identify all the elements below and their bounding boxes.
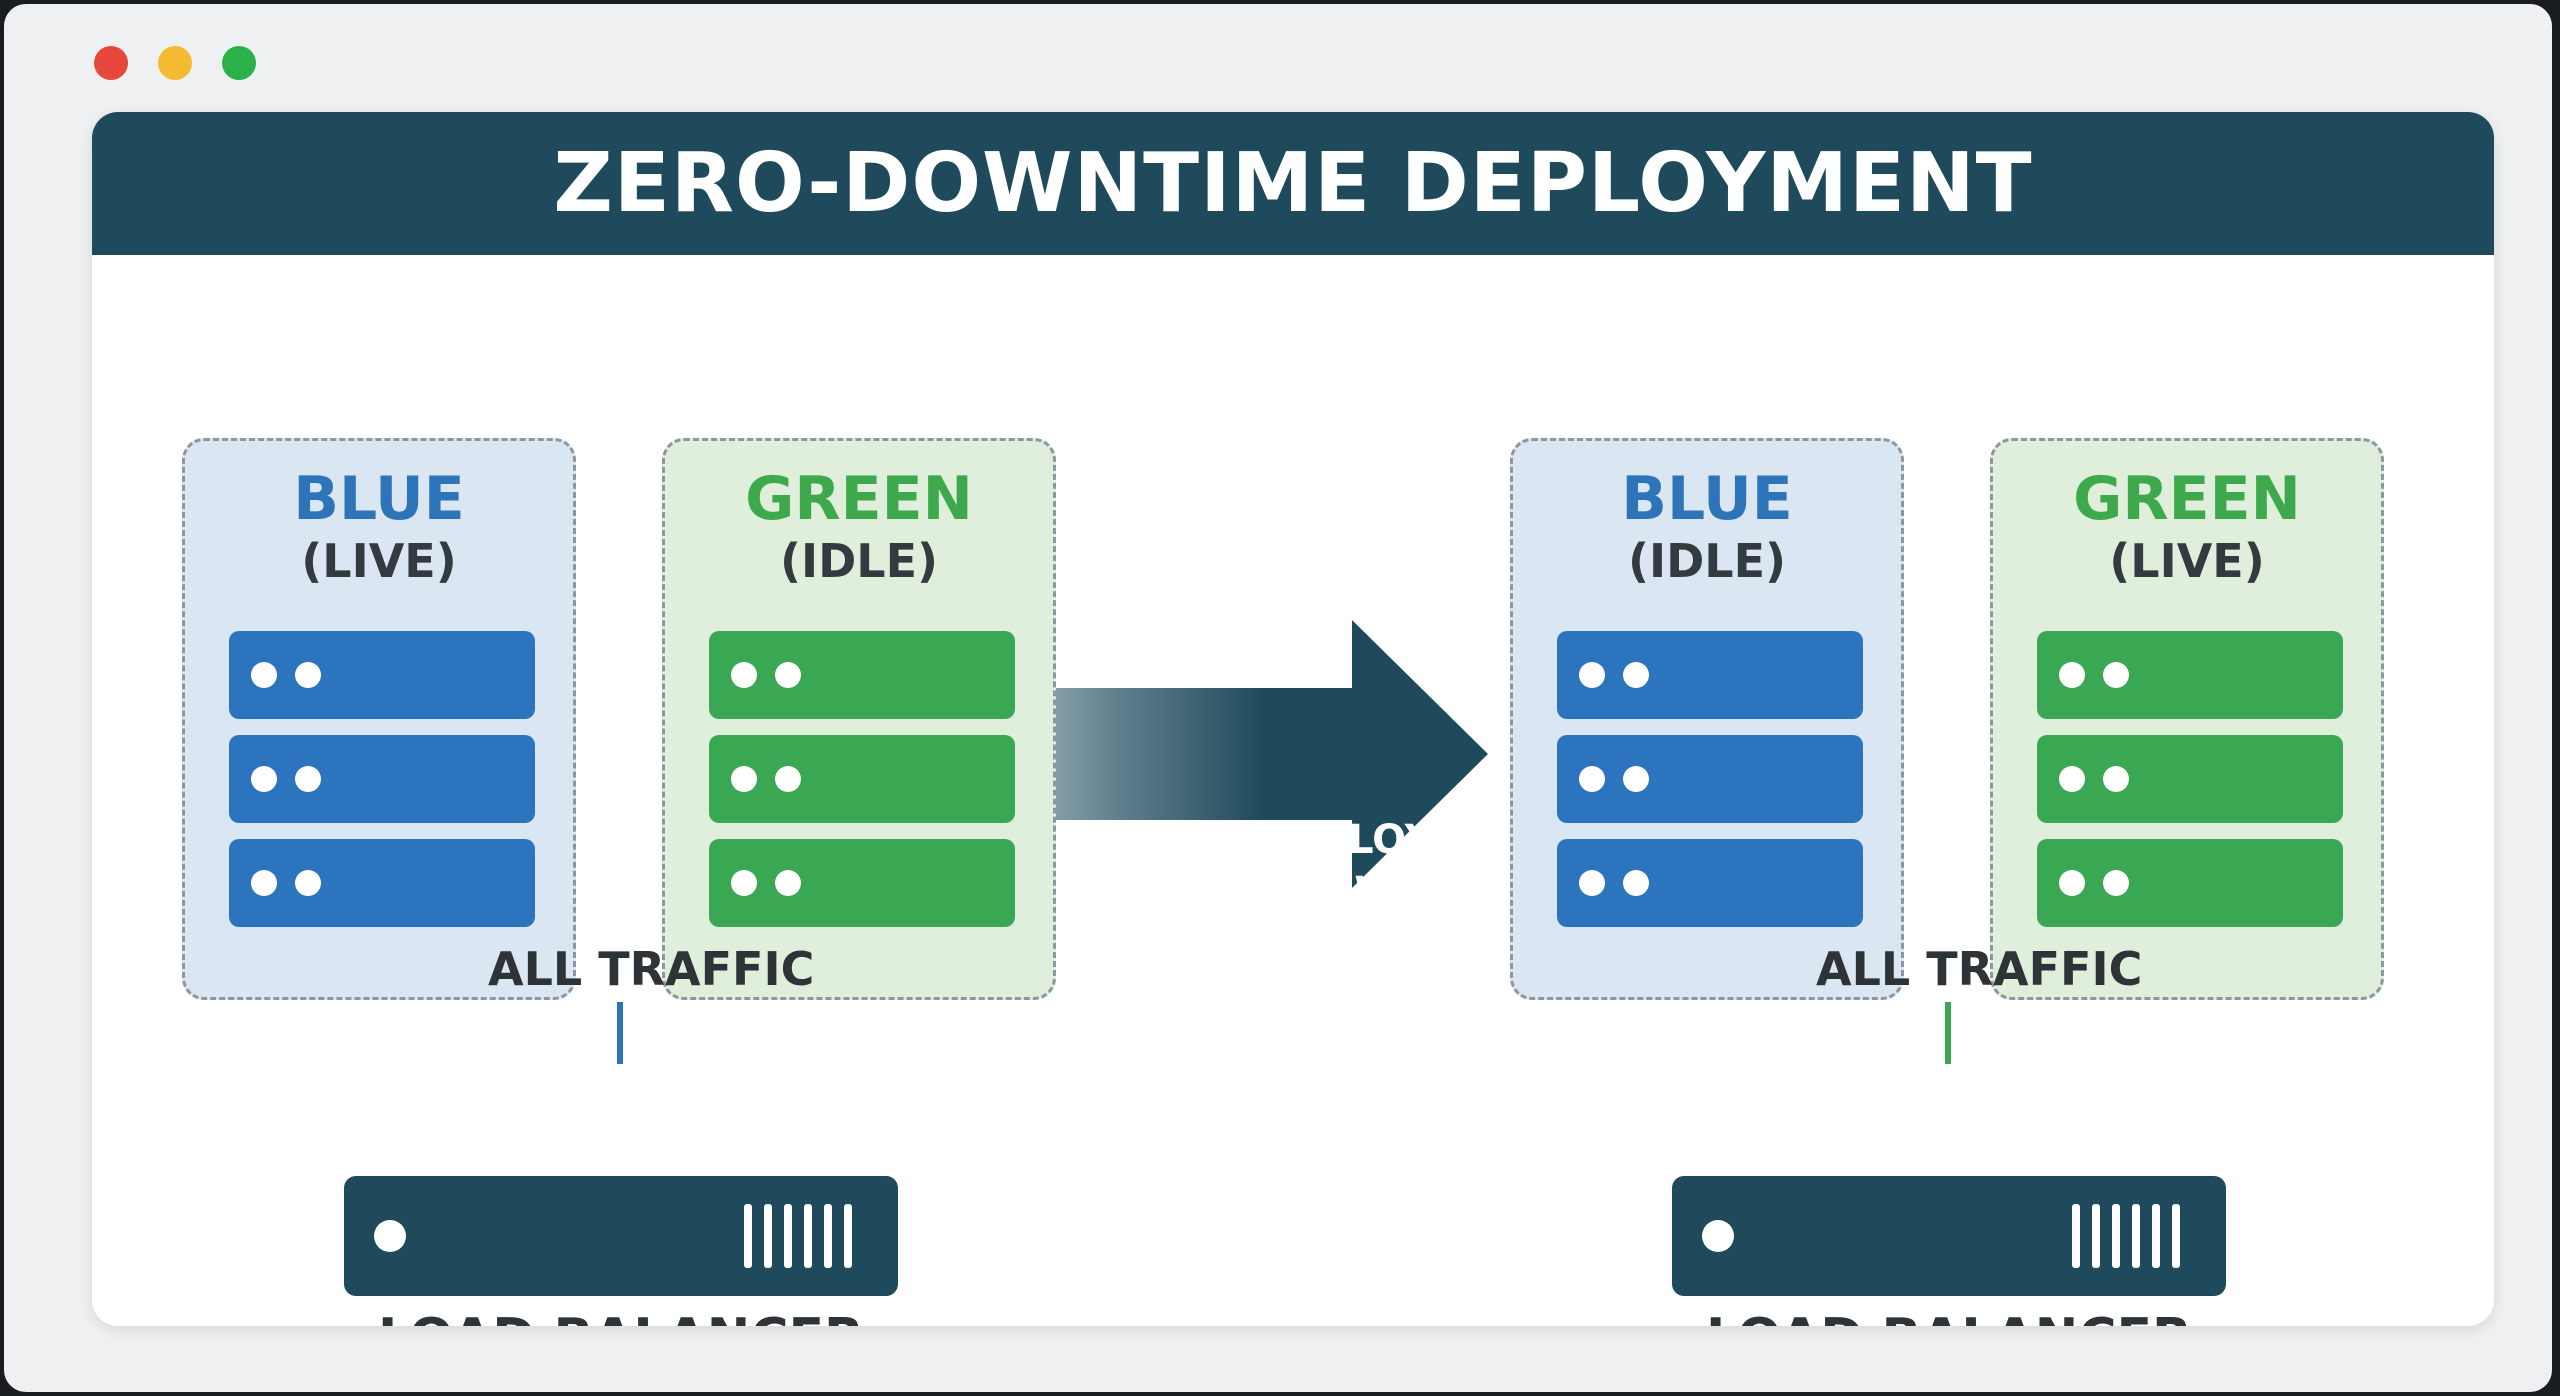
env-status: (IDLE) <box>779 534 939 588</box>
after-blue-environment: BLUE (IDLE) <box>1510 438 1904 1000</box>
deploy-arrow <box>994 620 1488 888</box>
deploy-label-line1: DEPLOY <box>1258 817 1434 863</box>
maximize-window-button[interactable] <box>222 46 256 80</box>
server-unit <box>2037 839 2343 927</box>
before-green-environment: GREEN (IDLE) <box>662 438 1056 1000</box>
server-unit <box>1557 839 1863 927</box>
server-unit <box>709 735 1015 823</box>
server-unit <box>229 631 535 719</box>
deploy-arrow-label: DEPLOY NEW VERSION <box>1196 814 1496 970</box>
env-status: (LIVE) <box>301 534 457 588</box>
minimize-window-button[interactable] <box>158 46 192 80</box>
server-unit <box>229 735 535 823</box>
server-unit <box>229 839 535 927</box>
close-window-button[interactable] <box>94 46 128 80</box>
deploy-label-line2: NEW VERSION <box>1245 869 1447 967</box>
after-green-environment: GREEN (LIVE) <box>1990 438 2384 1000</box>
before-load-balancer <box>344 1176 898 1296</box>
page-title: ZERO-DOWNTIME DEPLOYMENT <box>553 136 2033 231</box>
after-load-balancer-label: LOAD BALANCER <box>1672 1308 2226 1326</box>
after-load-balancer <box>1672 1176 2226 1296</box>
server-unit <box>709 631 1015 719</box>
before-traffic-label: ALL TRAFFIC <box>488 942 815 996</box>
diagram-canvas: ZERO-DOWNTIME DEPLOYMENT <box>92 112 2494 1326</box>
before-load-balancer-label: LOAD BALANCER <box>344 1308 898 1326</box>
env-status: (LIVE) <box>2109 534 2265 588</box>
server-unit <box>1557 631 1863 719</box>
title-banner: ZERO-DOWNTIME DEPLOYMENT <box>92 112 2494 255</box>
env-name: GREEN <box>2073 464 2301 534</box>
server-unit <box>2037 631 2343 719</box>
server-unit <box>2037 735 2343 823</box>
before-blue-environment: BLUE (LIVE) <box>182 438 576 1000</box>
env-status: (IDLE) <box>1627 534 1787 588</box>
env-name: BLUE <box>293 464 465 534</box>
server-unit <box>709 839 1015 927</box>
server-unit <box>1557 735 1863 823</box>
env-name: GREEN <box>745 464 973 534</box>
after-traffic-label: ALL TRAFFIC <box>1816 942 2143 996</box>
env-name: BLUE <box>1621 464 1793 534</box>
